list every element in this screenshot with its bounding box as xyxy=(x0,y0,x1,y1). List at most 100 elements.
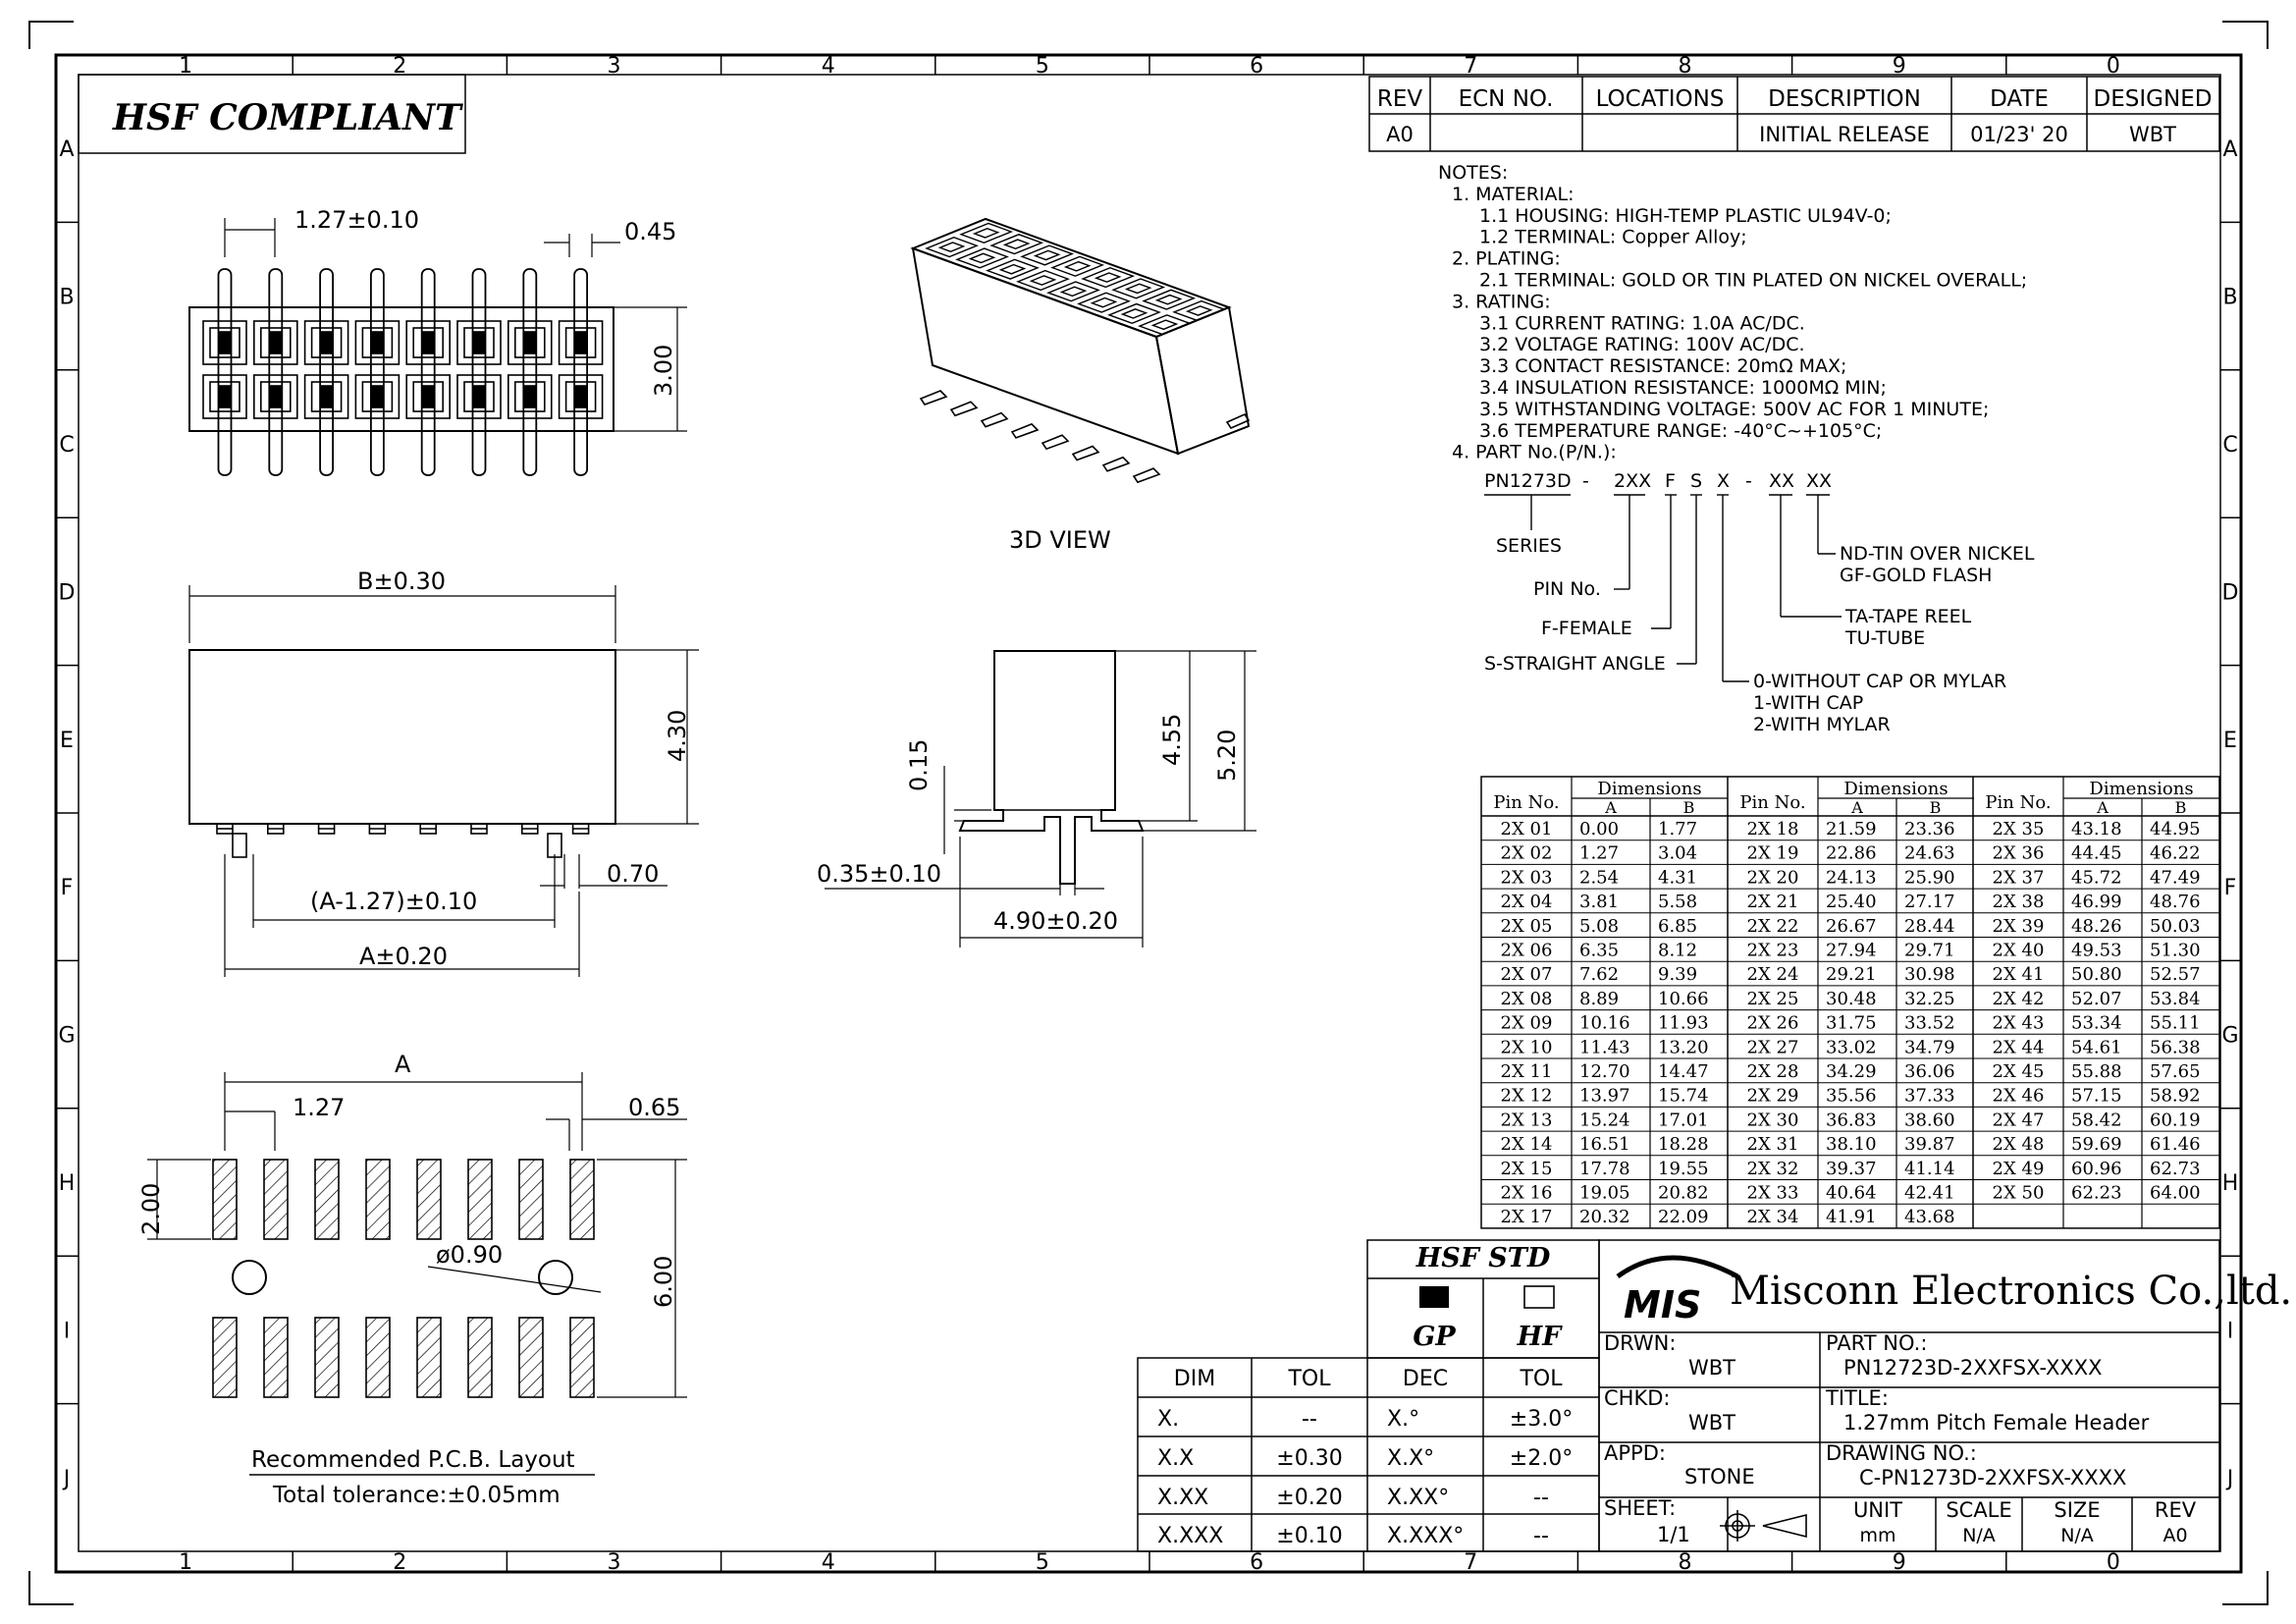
column-label: 3 xyxy=(608,1550,621,1575)
dim-a-cell: 50.80 xyxy=(2071,964,2122,985)
appd-value: STONE xyxy=(1684,1465,1755,1489)
pin-number-cell: 2X 30 xyxy=(1747,1110,1799,1130)
hsf-std-box: HSF STD GP HF xyxy=(1366,1239,1600,1359)
legend-plating-1: GF-GOLD FLASH xyxy=(1840,565,1992,586)
tol-cell: ±3.0° xyxy=(1510,1407,1573,1432)
drwn-label: DRWN: xyxy=(1604,1331,1676,1355)
tol-cell: X.X° xyxy=(1387,1446,1434,1471)
dim-b-cell: 25.90 xyxy=(1904,867,1955,888)
scale-label: SCALE xyxy=(1946,1498,2011,1522)
dim-b-cell: 56.38 xyxy=(2150,1037,2201,1057)
column-label: 2 xyxy=(393,1550,406,1575)
tol-cell: ±0.30 xyxy=(1276,1446,1342,1471)
pin-number-cell: 2X 09 xyxy=(1501,1013,1553,1034)
column-label: 5 xyxy=(1036,1550,1049,1575)
dim-b-cell: 62.73 xyxy=(2150,1159,2201,1179)
dim-b-cell: 24.63 xyxy=(1904,843,1955,864)
pcb-caption: Recommended P.C.B. Layout xyxy=(251,1447,575,1473)
legend-pack-0: TA-TAPE REEL xyxy=(1844,606,1972,627)
dim-a-cell: 11.43 xyxy=(1579,1037,1630,1057)
dim-a-cell: 46.99 xyxy=(2071,892,2122,912)
dim-b-header: B xyxy=(1683,798,1695,817)
pin-number-cell: 2X 42 xyxy=(1993,989,2045,1009)
front-view: B±0.30 4.30 (A-1.27)±0.10 0.70 A±0.20 xyxy=(188,568,699,977)
dim-pcb-pitch: 1.27 xyxy=(293,1094,345,1121)
drawing-no-value: C-PN1273D-2XXFSX-XXXX xyxy=(1859,1466,2126,1489)
drwn-value: WBT xyxy=(1688,1356,1735,1380)
note-line: 1.2 TERMINAL: Copper Alloy; xyxy=(1479,227,1747,248)
inner-border xyxy=(78,74,2221,1552)
drawing-no-label: DRAWING NO.: xyxy=(1826,1441,1977,1465)
pin-number-cell: 2X 48 xyxy=(1993,1134,2045,1155)
note-line: 2. PLATING: xyxy=(1452,248,1561,270)
pin-number-cell: 2X 31 xyxy=(1747,1134,1799,1155)
column-label: 9 xyxy=(1893,54,1906,79)
title-block: MIS Misconn Electronics Co.,ltd. DRWN: W… xyxy=(1598,1239,2292,1552)
company-logo: MIS xyxy=(1624,1283,1701,1326)
part-no-label: PART NO.: xyxy=(1826,1331,1927,1355)
row-label: E xyxy=(60,729,74,753)
dim-b-cell: 36.06 xyxy=(1904,1061,1955,1082)
column-label: 4 xyxy=(822,1550,835,1575)
dim-b-cell: 50.03 xyxy=(2150,916,2201,937)
code-cap: X xyxy=(1717,470,1730,492)
tol-cell: ±0.20 xyxy=(1276,1486,1342,1510)
dim-a-cell: 27.94 xyxy=(1826,941,1877,961)
part-code-diagram: PN1273D - 2XX F S X - XX XX SERIES PIN N… xyxy=(1484,470,2035,735)
pcb-layout: A 1.27 0.65 2.00 ø0.90 6.00 Recommended … xyxy=(137,1051,687,1508)
dim-b-cell: 51.30 xyxy=(2150,941,2201,961)
chkd-label: CHKD: xyxy=(1604,1386,1670,1410)
tol-cell: -- xyxy=(1533,1524,1549,1548)
pin-number-cell: 2X 12 xyxy=(1501,1086,1553,1107)
code-pins: 2XX xyxy=(1614,470,1651,492)
dim-a-cell: 48.26 xyxy=(2071,916,2122,937)
row-label: B xyxy=(59,286,74,310)
view-label: 3D VIEW xyxy=(1009,526,1111,554)
dim-a-cell: 1.27 xyxy=(1579,843,1619,864)
dim-a-cell: 2.54 xyxy=(1579,867,1619,888)
pin-number-cell: 2X 01 xyxy=(1501,819,1553,839)
note-line: 4. PART No.(P/N.): xyxy=(1452,442,1617,463)
note-line: NOTES: xyxy=(1438,162,1508,184)
dim-front-overall: A±0.20 xyxy=(359,943,448,970)
dim-b-cell: 53.84 xyxy=(2150,989,2201,1009)
dim-a-cell: 38.10 xyxy=(1826,1134,1877,1155)
rev-block-value: A0 xyxy=(2163,1525,2187,1546)
pin-number-cell: 2X 45 xyxy=(1993,1061,2045,1082)
dim-a-cell: 31.75 xyxy=(1826,1013,1877,1034)
projection-symbol-icon xyxy=(1720,1510,1807,1542)
dim-b-cell: 55.11 xyxy=(2150,1013,2201,1034)
dim-a-cell: 20.32 xyxy=(1579,1207,1630,1227)
rev-designed-value: WBT xyxy=(2129,123,2176,146)
pin-number-cell: 2X 11 xyxy=(1501,1061,1553,1082)
note-line: 3.4 INSULATION RESISTANCE: 1000MΩ MIN; xyxy=(1479,377,1887,399)
dim-b-cell: 43.68 xyxy=(1904,1207,1955,1227)
pin-number-cell: 2X 50 xyxy=(1993,1183,2045,1204)
dim-a-cell: 22.86 xyxy=(1826,843,1877,864)
dim-a-cell: 57.15 xyxy=(2071,1086,2122,1107)
dim-a-cell: 10.16 xyxy=(1579,1013,1630,1034)
dim-b-cell: 57.65 xyxy=(2150,1061,2201,1082)
dim-a-cell: 59.69 xyxy=(2071,1134,2122,1155)
dim-b-cell: 4.31 xyxy=(1658,867,1697,888)
dim-b-cell: 8.12 xyxy=(1658,941,1697,961)
dim-a-cell: 13.97 xyxy=(1579,1086,1630,1107)
dim-a-cell: 25.40 xyxy=(1826,892,1877,912)
legend-straight: S-STRAIGHT ANGLE xyxy=(1484,653,1666,675)
tol-header: DIM xyxy=(1174,1367,1215,1391)
dim-a-cell: 21.59 xyxy=(1826,819,1877,839)
dim-pcb-pad-height: 2.00 xyxy=(137,1183,165,1235)
dim-b-header: B xyxy=(1930,798,1942,817)
dim-a-cell: 33.02 xyxy=(1826,1037,1877,1057)
pin-number-cell: 2X 34 xyxy=(1747,1207,1799,1227)
column-label: 6 xyxy=(1250,1550,1263,1575)
legend-cap-2: 2-WITH MYLAR xyxy=(1753,714,1891,735)
tol-header: TOL xyxy=(1287,1367,1331,1391)
row-label: J xyxy=(62,1467,71,1491)
sheet-label: SHEET: xyxy=(1604,1496,1676,1520)
column-label: 8 xyxy=(1679,1550,1692,1575)
dim-a-cell: 30.48 xyxy=(1826,989,1877,1009)
row-label: I xyxy=(64,1319,71,1343)
dim-a-cell: 35.56 xyxy=(1826,1086,1877,1107)
row-label: D xyxy=(2222,580,2239,605)
